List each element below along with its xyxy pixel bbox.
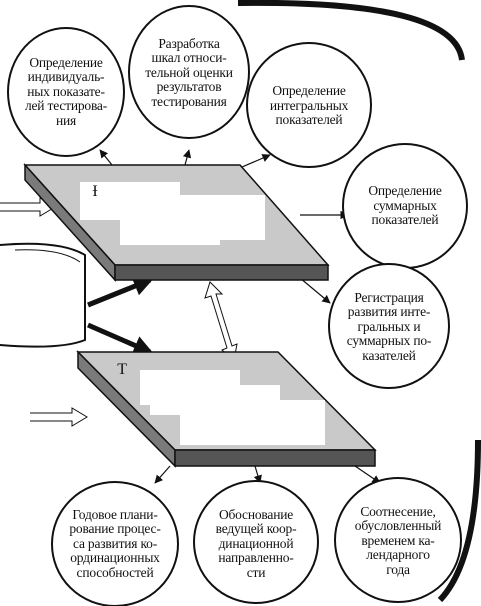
arrow-to-c2: [182, 149, 192, 166]
bottom-platform-fragment: Т: [117, 360, 127, 378]
label-c6: Годовое плани-рование процес-са развития…: [69, 506, 161, 580]
bottom-platform: [76, 350, 377, 468]
top-platform-fragment: Ɨ: [92, 182, 98, 200]
circle-c5: [328, 263, 450, 389]
cylinder-fragment: [0, 242, 86, 348]
circle-c1: [7, 27, 125, 157]
arrow-to-c5: [299, 277, 331, 304]
input-arrow-bottom: [30, 407, 88, 427]
top-platform: [23, 163, 330, 282]
circle-c3: [246, 42, 372, 168]
circle-c2: [128, 5, 250, 139]
bold-arrow-up: [87, 276, 154, 308]
double-arrow: [204, 281, 238, 361]
circle-c7: [193, 480, 319, 604]
bold-arrow-down: [87, 322, 154, 355]
arrow-to-c8: [354, 465, 381, 484]
arrow-to-c6: [154, 465, 171, 484]
background-arc: [237, 0, 465, 61]
arrow-to-c1: [99, 149, 113, 166]
right-edge-arc: [437, 439, 481, 603]
circle-c8: [334, 477, 462, 603]
circle-c6: [51, 481, 179, 606]
